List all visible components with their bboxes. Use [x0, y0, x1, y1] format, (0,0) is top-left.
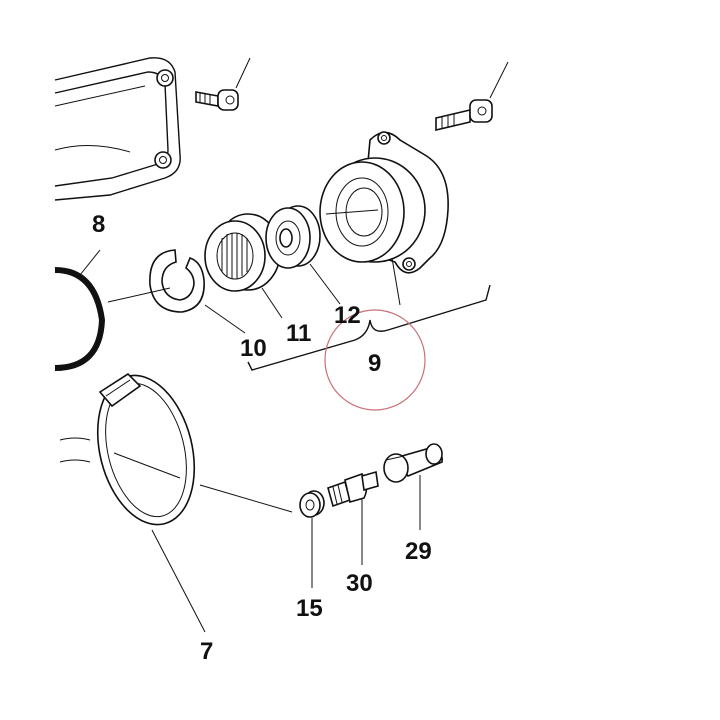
callout-15: 15 [296, 595, 323, 622]
needle-bearing-part-11 [204, 213, 283, 319]
leader-line-8 [79, 249, 101, 276]
flanged-housing-part-9 [319, 131, 449, 306]
leader-line-clamp-to-15 [199, 484, 293, 513]
leader-line-8-to-ring [107, 287, 171, 303]
washer-part-15 [299, 490, 325, 588]
leader-line-7 [151, 529, 206, 633]
ball-bearing-part-12 [265, 205, 341, 305]
callout-29: 29 [405, 538, 432, 565]
leader-line-9 [391, 257, 401, 306]
callout-30: 30 [346, 570, 373, 597]
callout-10: 10 [240, 335, 267, 362]
o-ring-part-8 [54, 249, 106, 371]
callout-8: 8 [92, 211, 105, 238]
fitting-part-30 [327, 470, 379, 565]
highlight-circle [324, 309, 426, 411]
snap-ring-part-10 [107, 249, 246, 334]
callout-7: 7 [200, 638, 213, 665]
housing-fragment [54, 57, 181, 201]
callout-11: 11 [286, 320, 311, 347]
bolt-upper-right [435, 61, 509, 132]
hose-clamp-part-7 [59, 372, 206, 633]
leader-line-11 [261, 287, 283, 319]
callout-12: 12 [334, 302, 361, 329]
leader-line-12 [309, 263, 341, 305]
assembly-9-bracket [247, 284, 491, 371]
leader-line-10 [204, 304, 246, 334]
callout-9: 9 [368, 350, 381, 377]
sleeve-part-29 [383, 443, 444, 530]
bolt-upper-left [195, 57, 251, 111]
